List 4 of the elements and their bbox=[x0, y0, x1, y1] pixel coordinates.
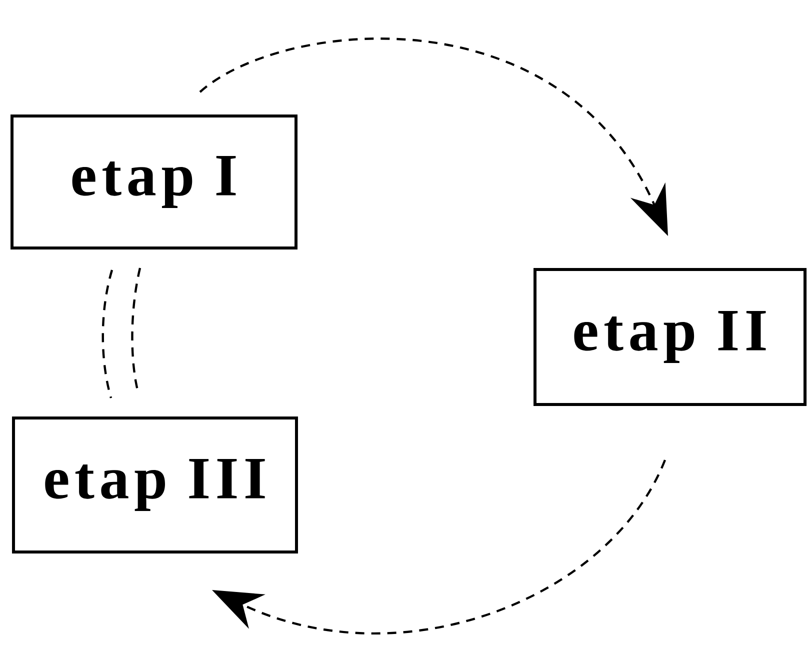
stage-box: etap II bbox=[534, 268, 806, 406]
connector-line bbox=[102, 270, 114, 398]
stage-box: etap I bbox=[10, 114, 298, 250]
stage-box: etap III bbox=[12, 416, 298, 554]
